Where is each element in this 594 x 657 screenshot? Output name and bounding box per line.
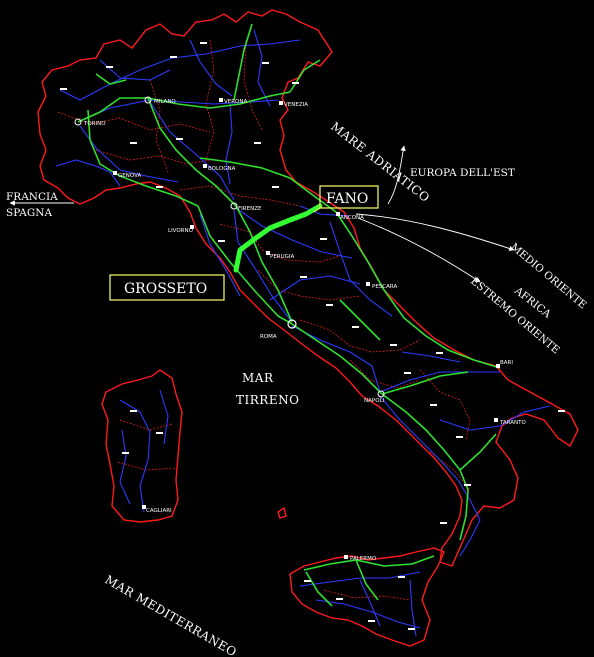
- city-ancona: ANCONA: [336, 212, 364, 221]
- sardinia-border: [101, 369, 183, 523]
- label-europa-est: EUROPA DELL'EST: [410, 167, 515, 179]
- svg-text:GENOVA: GENOVA: [118, 173, 141, 179]
- city-palermo: PALERMO: [344, 555, 377, 562]
- svg-text:LIVORNO: LIVORNO: [168, 228, 194, 234]
- small-island-border: [277, 506, 287, 519]
- svg-text:TORINO: TORINO: [83, 121, 106, 127]
- fano-label: FANO: [326, 191, 368, 207]
- direction-arrows: FRANCIA SPAGNA EUROPA DELL'EST MEDIO ORI…: [6, 145, 589, 356]
- svg-text:ROMA: ROMA: [260, 334, 277, 340]
- city-verona: VERONA: [219, 98, 248, 105]
- svg-text:NAPOLI: NAPOLI: [364, 398, 385, 404]
- svg-text:MILANO: MILANO: [154, 99, 176, 105]
- city-cagliari: CAGLIARI: [142, 505, 172, 514]
- minor-stations: [60, 42, 565, 630]
- svg-text:FIRENZE: FIRENZE: [238, 206, 262, 212]
- region-boundaries: [57, 39, 471, 601]
- city-markers: MILANO TORINO VERONA VENEZIA GENOVA BOLO…: [74, 96, 527, 562]
- sicily-border: [289, 547, 445, 647]
- fano-box: FANO: [313, 185, 379, 213]
- country-borders: [37, 9, 579, 647]
- svg-text:VENEZIA: VENEZIA: [284, 102, 308, 108]
- city-bologna: BOLOGNA: [203, 164, 236, 172]
- city-torino: TORINO: [74, 118, 106, 127]
- svg-text:CAGLIARI: CAGLIARI: [146, 508, 172, 514]
- svg-text:PESCARA: PESCARA: [372, 284, 397, 290]
- city-roma: ROMA: [260, 319, 297, 340]
- label-spagna: SPAGNA: [6, 207, 52, 219]
- sea-label-mediterraneo: MAR MEDITERRANEO: [103, 572, 240, 657]
- mainland-border: [37, 9, 579, 567]
- svg-text:TARANTO: TARANTO: [499, 420, 527, 426]
- svg-text:BARI: BARI: [500, 360, 513, 366]
- svg-text:PERUGIA: PERUGIA: [270, 254, 295, 260]
- city-genova: GENOVA: [113, 171, 141, 179]
- city-bari: BARI: [496, 360, 513, 368]
- sea-label-mar: MAR: [242, 371, 274, 385]
- rail-network: [77, 23, 501, 607]
- city-taranto: TARANTO: [494, 418, 527, 426]
- city-pescara: PESCARA: [366, 282, 397, 290]
- grosseto-label: GROSSETO: [124, 281, 207, 297]
- grosseto-box: GROSSETO: [109, 274, 225, 301]
- svg-text:BOLOGNA: BOLOGNA: [208, 166, 236, 172]
- city-perugia: PERUGIA: [266, 251, 295, 260]
- label-francia: FRANCIA: [6, 191, 58, 203]
- grosseto-fano-route: [233, 203, 323, 273]
- sea-label-tirreno: TIRRENO: [236, 393, 299, 407]
- sea-labels: MARE ADRIATICO MAR TIRRENO MAR MEDITERRA…: [103, 119, 433, 657]
- label-medio-oriente: MEDIO ORIENTE: [508, 241, 589, 311]
- city-milano: MILANO: [144, 96, 176, 105]
- svg-text:ANCONA: ANCONA: [340, 215, 364, 221]
- city-venezia: VENEZIA: [279, 101, 308, 108]
- city-livorno: LIVORNO: [168, 225, 194, 234]
- svg-text:PALERMO: PALERMO: [350, 556, 377, 562]
- road-network: [55, 29, 551, 637]
- city-firenze: FIRENZE: [230, 202, 262, 212]
- svg-text:VERONA: VERONA: [224, 99, 248, 105]
- city-napoli: NAPOLI: [364, 390, 385, 404]
